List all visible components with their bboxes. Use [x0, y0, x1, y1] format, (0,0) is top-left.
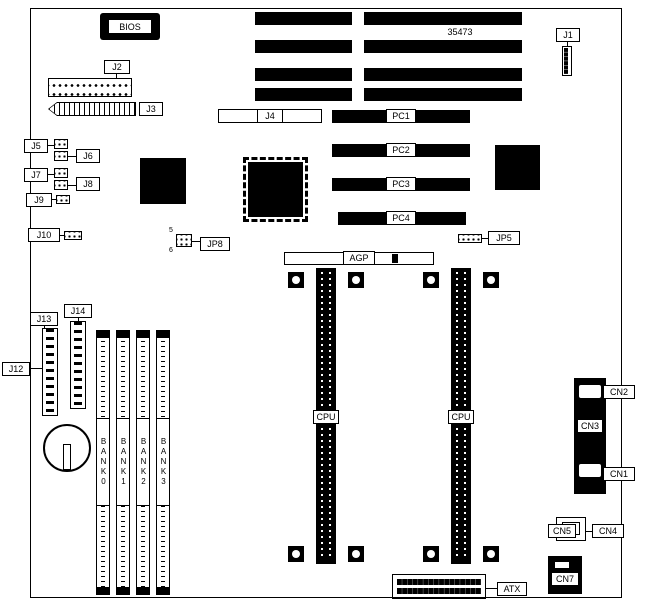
j14-header	[70, 321, 86, 409]
callout-line	[48, 145, 54, 146]
jp8-pin5-marker: 5	[169, 227, 173, 234]
callout-line	[68, 185, 76, 186]
label-j12: J12	[2, 362, 30, 376]
dimm-endcap	[156, 330, 170, 338]
label-pc4: PC4	[386, 211, 416, 225]
cpu1-bracket	[288, 546, 304, 562]
label-pc1: PC1	[386, 109, 416, 123]
label-j14: J14	[64, 304, 92, 318]
label-jp8: JP8	[200, 237, 230, 251]
label-j4: J4	[257, 109, 283, 123]
callout-line	[52, 199, 56, 200]
callout-line	[30, 368, 42, 369]
callout-line	[48, 174, 54, 175]
j7-jumper	[54, 168, 68, 178]
atx-power-connector	[392, 574, 486, 599]
cpu2-bracket	[423, 272, 439, 288]
jp8-jumper	[176, 234, 192, 247]
j2-connector	[48, 78, 132, 97]
cn7-connector-inner	[554, 561, 570, 569]
cpu2-bracket	[483, 546, 499, 562]
j3-connector	[48, 102, 136, 116]
top-slot-bar	[255, 40, 352, 53]
dimm-endcap	[156, 587, 170, 595]
ic-chip	[495, 145, 540, 190]
callout-line	[78, 318, 79, 321]
label-j2: J2	[104, 60, 130, 74]
dimm-endcap	[116, 330, 130, 338]
callout-line	[482, 238, 488, 239]
dimm-endcap	[116, 587, 130, 595]
j1-connector	[562, 46, 572, 76]
cpu1-bracket	[348, 272, 364, 288]
bios-label: BIOS	[108, 19, 152, 34]
cpu1-bracket	[348, 546, 364, 562]
label-cpu2: CPU	[448, 410, 474, 424]
battery-clip	[63, 444, 71, 470]
j8-jumper	[54, 180, 68, 190]
label-cn7: CN7	[551, 572, 579, 586]
label-bank1: BANK1	[116, 418, 130, 506]
dimm-endcap	[136, 330, 150, 338]
label-j6: J6	[76, 149, 100, 163]
top-slot-bar	[255, 12, 352, 25]
j10-jumper	[64, 231, 82, 240]
label-pc2: PC2	[386, 143, 416, 157]
part-number: 35473	[447, 27, 473, 37]
j6-jumper	[54, 151, 68, 161]
label-cn1: CN1	[603, 467, 635, 481]
callout-line	[44, 326, 45, 328]
cpu2-bracket	[423, 546, 439, 562]
j9-jumper	[56, 195, 70, 204]
label-j13: J13	[30, 312, 58, 326]
label-agp: AGP	[343, 251, 375, 265]
cpu2-bracket	[483, 272, 499, 288]
callout-line	[567, 42, 568, 46]
label-j7: J7	[24, 168, 48, 182]
callout-line	[60, 235, 64, 236]
cpu1-bracket	[288, 272, 304, 288]
label-bank3: BANK3	[156, 418, 170, 506]
label-j9: J9	[26, 193, 52, 207]
top-slot-bar	[255, 88, 352, 101]
top-slot-bar	[255, 68, 352, 81]
top-slot-bar	[364, 68, 522, 81]
callout-line	[586, 531, 592, 532]
label-jp5: JP5	[488, 231, 520, 245]
jp8-pin6-marker: 6	[169, 247, 173, 254]
cn1-port	[578, 463, 602, 478]
cn2-port	[578, 384, 602, 399]
ic-chip	[140, 158, 186, 204]
label-atx: ATX	[497, 582, 527, 596]
dimm-endcap	[96, 330, 110, 338]
label-pc3: PC3	[386, 177, 416, 191]
callout-line	[192, 241, 200, 242]
label-j1: J1	[556, 28, 580, 42]
label-cn3: CN3	[577, 419, 603, 433]
label-bank2: BANK2	[136, 418, 150, 506]
jp5-jumper	[458, 234, 482, 243]
dimm-endcap	[96, 587, 110, 595]
label-j5: J5	[24, 139, 48, 153]
top-slot-bar	[364, 40, 522, 53]
label-bank0: BANK0	[96, 418, 110, 506]
j5-jumper	[54, 139, 68, 149]
label-j10: J10	[28, 228, 60, 242]
label-cn2: CN2	[603, 385, 635, 399]
top-slot-bar	[364, 12, 522, 25]
label-cn5: CN5	[548, 524, 576, 538]
label-cn4: CN4	[592, 524, 624, 538]
label-cpu1: CPU	[313, 410, 339, 424]
callout-line	[116, 74, 117, 78]
agp-slot-divider	[392, 254, 398, 263]
callout-line	[68, 156, 76, 157]
dimm-endcap	[136, 587, 150, 595]
chipset-qfp	[243, 157, 308, 222]
callout-line	[486, 588, 497, 589]
top-slot-bar	[364, 88, 522, 101]
j13-header	[42, 328, 58, 416]
label-j8: J8	[76, 177, 100, 191]
label-j3: J3	[139, 102, 163, 116]
